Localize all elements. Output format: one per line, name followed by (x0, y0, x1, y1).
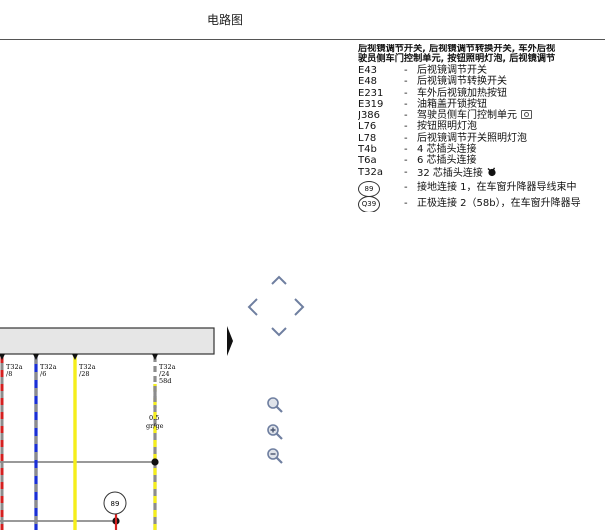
zoom-fit-icon[interactable] (266, 396, 284, 414)
ground-point-label: 89 (111, 500, 120, 508)
legend-item-ground: 89 - 接地连接 1，在车窗升降器导线束中 (358, 180, 605, 197)
legend-code: T6a (358, 155, 377, 167)
legend-code: L78 (358, 132, 377, 144)
wire-label-bottom: /24 (159, 370, 169, 378)
legend-code: T4b (358, 144, 377, 156)
legend-desc: 正极连接 2（58b），在车窗升降器导 (417, 197, 581, 209)
pin-arrow (72, 354, 78, 360)
legend-heading-line1: 后视镜调节开关, 后视镜调节转换开关, 车外后视 (358, 44, 556, 54)
legend-desc-text: 驾驶员侧车门控制单元 (417, 110, 517, 122)
wire-label-top: T32a (6, 363, 23, 371)
legend-item: T4b - 4 芯插头连接 (358, 144, 605, 155)
legend-code: J386 (358, 110, 381, 122)
legend-desc: 32 芯插头连接 (417, 167, 497, 179)
pan-down-icon[interactable] (270, 326, 288, 338)
legend-code: E319 (358, 98, 384, 110)
legend-code: E43 (358, 65, 378, 76)
wire-color-code: gr/ge (146, 422, 164, 430)
junction-dot (151, 458, 159, 466)
positive-connection-symbol: Q39 (358, 195, 380, 212)
legend-dash: - (404, 197, 408, 209)
legend-dash: - (404, 65, 408, 76)
pin-58d-label: 58d (159, 377, 171, 385)
pan-up-icon[interactable] (270, 274, 288, 286)
legend-desc: 车外后视镜加热按钮 (417, 87, 507, 99)
legend-dash: - (404, 155, 408, 167)
legend-dash: - (404, 144, 408, 156)
legend-dash: - (404, 181, 408, 193)
legend-desc: 按钮照明灯泡 (417, 121, 477, 133)
legend-desc: 6 芯插头连接 (417, 155, 477, 167)
wire-label-bottom: /8 (6, 370, 12, 378)
legend-dash: - (404, 121, 408, 133)
legend-item: T32a - 32 芯插头连接 (358, 166, 605, 179)
wire-label-bottom: /6 (40, 370, 46, 378)
expand-panel-icon[interactable] (227, 326, 233, 356)
legend-item: L76 - 按钮照明灯泡 (358, 121, 605, 132)
circuit-diagram[interactable]: T32a /8 T32a /6 T32a /28 T32a /24 58d 0.… (0, 0, 238, 530)
legend-item: E43 - 后视镜调节开关 (358, 65, 605, 76)
legend-dash: - (404, 132, 408, 144)
legend-item: T6a - 6 芯插头连接 (358, 155, 605, 166)
pan-right-icon[interactable] (292, 297, 306, 317)
legend-item: L78 - 后视镜调节开关照明灯泡 (358, 133, 605, 144)
zoom-out-icon[interactable] (266, 447, 284, 465)
ground-connection-symbol: 89 (358, 180, 380, 197)
legend-code: T32a (358, 166, 383, 178)
connector-plug-icon[interactable] (487, 167, 497, 177)
wire-label-top: T32a (79, 363, 96, 371)
wire-label-bottom: /28 (79, 370, 89, 378)
ground-point-symbol (103, 491, 127, 515)
wire-label-top: T32a (40, 363, 57, 371)
legend-dash: - (404, 87, 408, 99)
legend-item: E231 - 车外后视镜加热按钮 (358, 88, 605, 99)
legend-code: E231 (358, 87, 384, 99)
legend-desc: 后视镜调节开关照明灯泡 (417, 132, 527, 144)
legend-desc: 后视镜调节转换开关 (417, 76, 507, 88)
legend-desc-text: 32 芯插头连接 (417, 167, 483, 179)
pan-left-icon[interactable] (246, 297, 260, 317)
legend-desc: 接地连接 1，在车窗升降器导线束中 (417, 181, 577, 193)
legend-list: E43 - 后视镜调节开关 E48 - 后视镜调节转换开关 E231 - 车外后… (358, 65, 605, 212)
legend-heading-line2: 驶员侧车门控制单元, 按钮照明灯泡, 后视镜调节 (358, 53, 556, 64)
legend-dash: - (404, 76, 408, 88)
legend-code: L76 (358, 121, 377, 133)
camera-icon[interactable] (521, 110, 532, 120)
legend-item-positive: Q39 - 正极连接 2（58b），在车窗升降器导 (358, 195, 605, 212)
legend-item: J386 - 驾驶员侧车门控制单元 (358, 110, 605, 121)
legend-desc: 驾驶员侧车门控制单元 (417, 110, 532, 121)
wire-cross-section: 0.5 (149, 414, 159, 422)
connector-housing (0, 327, 215, 355)
legend-desc: 油箱盖开锁按钮 (417, 98, 487, 110)
zoom-in-icon[interactable] (266, 423, 284, 441)
legend-item: E319 - 油箱盖开锁按钮 (358, 99, 605, 110)
legend-dash: - (404, 110, 408, 122)
legend-code: E48 (358, 76, 378, 88)
legend-dash: - (404, 166, 408, 178)
pin-arrow (33, 354, 39, 360)
page-title: 电路图 (206, 13, 243, 27)
legend-item: E48 - 后视镜调节转换开关 (358, 76, 605, 87)
wire-label-top: T32a (159, 363, 176, 371)
legend-desc: 4 芯插头连接 (417, 144, 477, 156)
legend-dash: - (404, 98, 408, 110)
legend-desc: 后视镜调节开关 (417, 65, 487, 76)
pin-arrow (152, 354, 158, 360)
title-divider (0, 39, 605, 40)
pin-arrow (0, 354, 5, 360)
component-legend: 后视镜调节开关, 后视镜调节转换开关, 车外后视 驶员侧车门控制单元, 按钮照明… (358, 44, 605, 212)
